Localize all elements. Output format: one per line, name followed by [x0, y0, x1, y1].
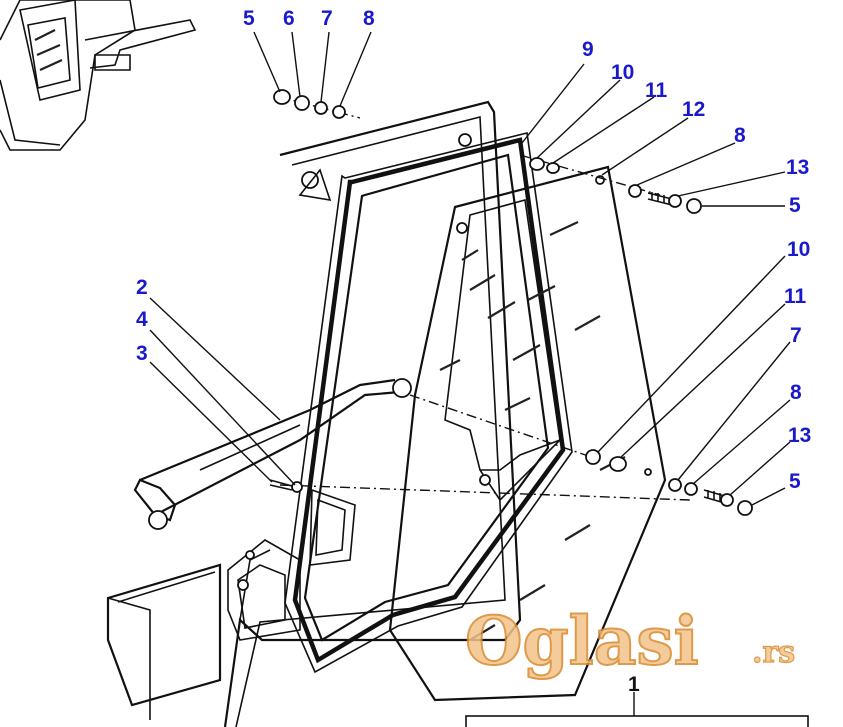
callout-3: 3	[136, 342, 148, 365]
watermark-suffix: .rs	[752, 635, 795, 670]
watermark-brand: Oglasi	[465, 602, 699, 680]
callout-13: 13	[788, 424, 811, 447]
callout-13: 13	[786, 156, 809, 179]
callout-6: 6	[283, 7, 295, 30]
hardware-left	[269, 479, 303, 493]
handrail	[133, 378, 412, 530]
leader-lines	[149, 31, 791, 716]
callout-labels: 5 6 7 8 9 10 11 12 8 13 5 10 11 7 8 13 5…	[136, 7, 811, 696]
callout-5: 5	[789, 194, 801, 217]
rubber-seal	[284, 132, 573, 674]
cab-frame	[223, 100, 522, 727]
callout-11: 11	[645, 79, 668, 102]
callout-11: 11	[784, 285, 807, 308]
callout-5: 5	[243, 7, 255, 30]
callout-7: 7	[790, 324, 802, 347]
hardware-lower-right	[585, 449, 753, 516]
callout-10: 10	[611, 61, 634, 84]
lower-box	[106, 563, 222, 720]
callout-12: 12	[682, 98, 705, 121]
watermark-logo: Oglasi .rs	[464, 601, 796, 681]
callout-8: 8	[734, 124, 746, 147]
hardware-top-left	[273, 89, 346, 119]
callout-10: 10	[787, 238, 810, 261]
callout-2: 2	[136, 276, 148, 299]
callout-1: 1	[628, 673, 640, 696]
callout-8: 8	[363, 7, 375, 30]
callout-7: 7	[321, 7, 333, 30]
callout-4: 4	[136, 308, 148, 331]
callout-8: 8	[790, 381, 802, 404]
callout-5: 5	[789, 470, 801, 493]
cab-inset-illustration	[0, 0, 197, 151]
part-1-box	[465, 715, 809, 727]
callout-9: 9	[582, 38, 594, 61]
